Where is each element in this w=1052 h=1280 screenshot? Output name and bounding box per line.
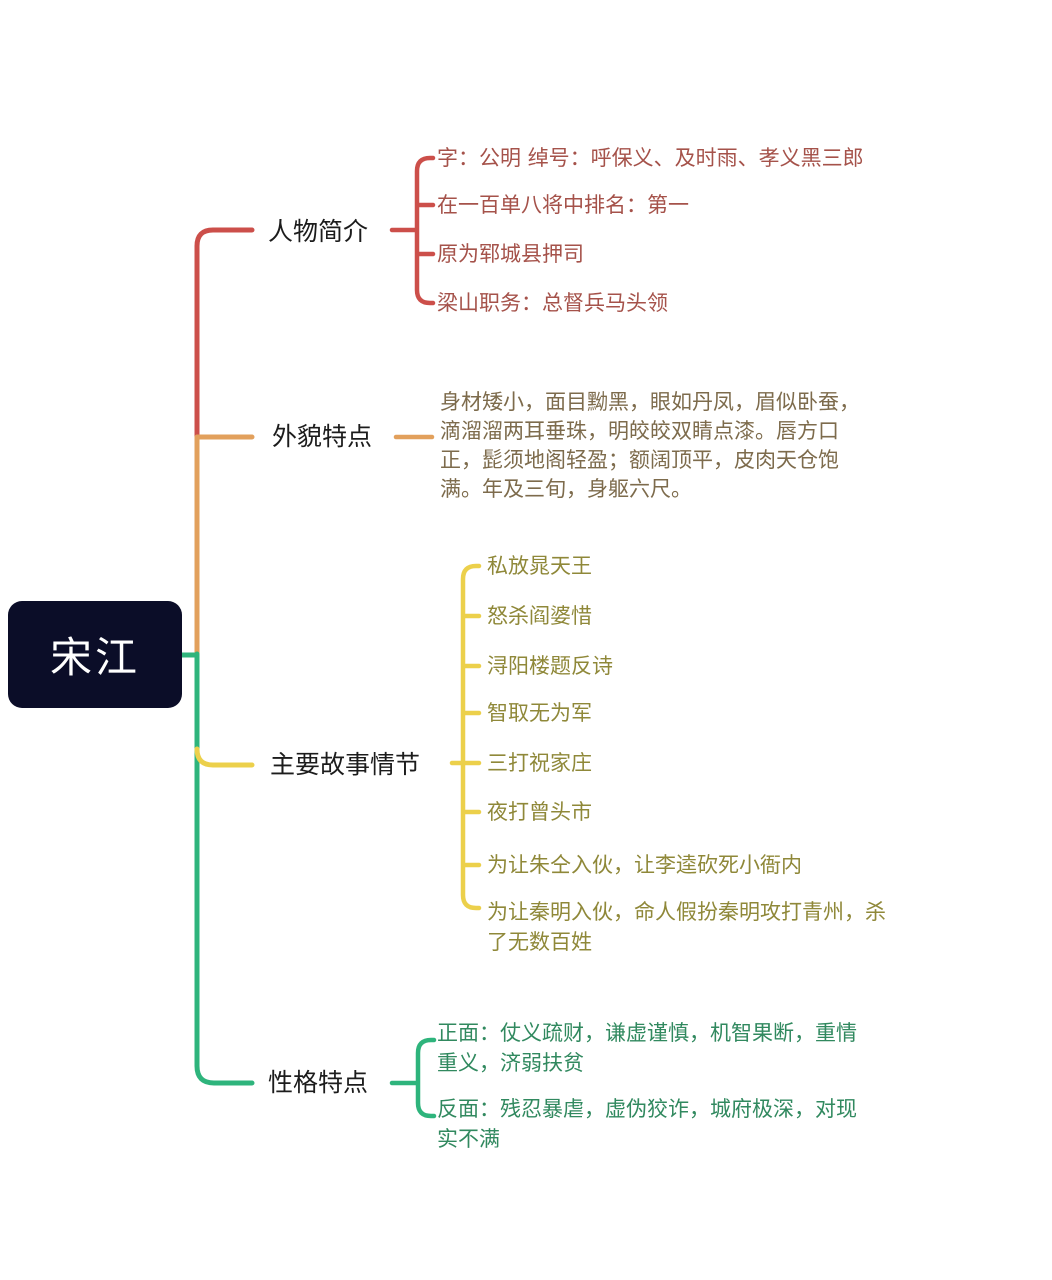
story-item-5[interactable]: 三打祝家庄: [487, 751, 592, 775]
story-item-8[interactable]: 为让秦明入伙，命人假扮秦明攻打青州，杀了无数百姓: [487, 900, 886, 954]
branch-label-stories[interactable]: 主要故事情节: [270, 750, 421, 779]
intro-children-bracket: [389, 155, 436, 306]
stories-children-bracket: [449, 563, 482, 911]
intro-item-origin[interactable]: 原为郓城县押司: [437, 242, 584, 266]
root-node[interactable]: 宋江: [8, 601, 182, 708]
personality-negative[interactable]: 反面：残忍暴虐，虚伪狡诈，城府极深，对现实不满: [437, 1097, 857, 1151]
story-item-2[interactable]: 怒杀阎婆惜: [487, 604, 592, 628]
intro-item-position[interactable]: 梁山职务：总督兵马头领: [437, 291, 668, 315]
story-item-7[interactable]: 为让朱仝入伙，让李逵砍死小衙内: [487, 853, 802, 877]
appearance-description[interactable]: 身材矮小，面目黝黑，眼如丹凤，眉似卧蚕，滴溜溜两耳垂珠，明皎皎双睛点漆。唇方口正…: [440, 390, 860, 501]
branch-line-stories: [194, 746, 255, 768]
personality-positive[interactable]: 正面：仗义疏财，谦虚谨慎，机智果断，重情重义，济弱扶贫: [437, 1021, 857, 1075]
story-item-4[interactable]: 智取无为军: [487, 701, 592, 725]
branch-line-appearance: [194, 434, 255, 657]
story-item-6[interactable]: 夜打曾头市: [487, 800, 592, 824]
branch-line-intro: [194, 227, 255, 440]
story-item-1[interactable]: 私放晁天王: [487, 554, 592, 578]
branch-label-intro[interactable]: 人物简介: [268, 217, 369, 246]
story-item-3[interactable]: 浔阳楼题反诗: [487, 654, 613, 678]
branch-label-appearance[interactable]: 外貌特点: [272, 422, 373, 451]
branch-line-personality: [179, 651, 255, 1086]
branch-label-personality[interactable]: 性格特点: [268, 1068, 369, 1097]
personality-children-bracket: [389, 1037, 437, 1119]
root-label: 宋江: [49, 633, 140, 682]
intro-item-alias[interactable]: 字：公明 绰号：呼保义、及时雨、孝义黑三郎: [437, 146, 864, 170]
intro-item-ranking[interactable]: 在一百单八将中排名：第一: [437, 193, 689, 217]
